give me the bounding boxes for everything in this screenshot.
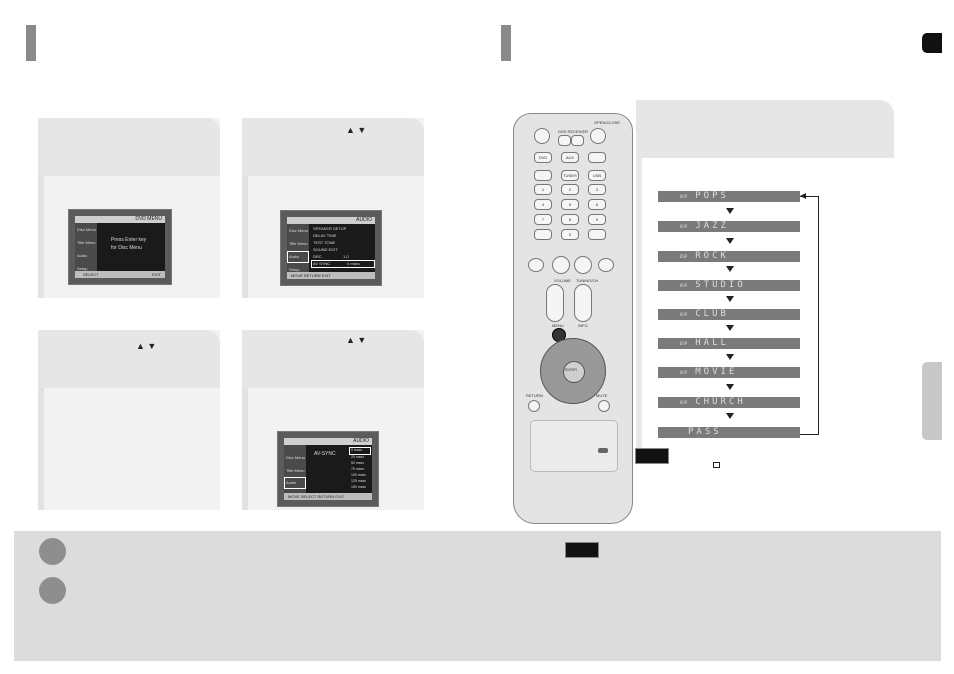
sound-mode-panel-bar [636,158,642,448]
down-arrow-icon [726,296,734,302]
step-2-header [242,118,424,176]
bottom-notes-band [14,531,941,661]
mode-pass: PASS [658,427,800,438]
num-6[interactable]: 6 [588,199,606,210]
num-1[interactable]: 1 [534,184,552,195]
mode-button-2[interactable] [571,135,584,146]
power-button[interactable] [534,128,550,144]
screen-message-1: Press Enter key [111,237,147,243]
down-arrow-icon [726,325,734,331]
cancel-button[interactable] [588,229,606,240]
num-2[interactable]: 2 [561,184,579,195]
bottom-note-badge [565,542,599,558]
eject-button[interactable] [590,128,606,144]
av-sync-label: AV-SYNC [314,451,336,457]
step-2-arrows: ▲ ▼ [346,125,367,135]
step-4-header [242,330,424,388]
dvd-source-button[interactable]: DVD [534,152,552,163]
loop-connector-line [800,196,819,435]
prev-button[interactable] [528,258,544,272]
screen-title: DVD MENU [75,216,165,223]
num-4[interactable]: 4 [534,199,552,210]
usb-button[interactable]: USB [588,170,606,181]
num-7[interactable]: 7 [534,214,552,225]
dvd-button-2[interactable] [534,170,552,181]
tuner-button[interactable]: TUNER [561,170,579,181]
step-panel-2: ▲ ▼ [242,118,424,298]
down-arrow-icon [726,413,734,419]
down-arrow-icon [726,208,734,214]
num-9[interactable]: 9 [588,214,606,225]
loop-arrow-icon [800,193,806,199]
next-button[interactable] [598,258,614,272]
note-badge [635,448,669,464]
down-arrow-icon [726,354,734,360]
screen-sidebar: Disc Menu Title Menu Audio Setup [75,223,97,271]
tv-screen-dvd-menu: DVD MENU Disc Menu Title Menu Audio Setu… [68,209,172,285]
sound-mode-header [636,100,894,158]
tv-screen-av-sync: AUDIO Disc Menu Title Menu Audio Setup A… [277,431,379,507]
num-5[interactable]: 5 [561,199,579,210]
section-tab-marker [922,33,942,53]
dsp-eq-key-highlight[interactable] [598,448,608,453]
step-panel-3: ▲ ▼ [38,330,220,510]
av-sync-highlight [311,260,375,268]
function-keys-area [530,420,618,472]
mode-button[interactable] [558,135,571,146]
stop-button[interactable] [552,256,570,274]
step-3-arrows: ▲ ▼ [136,341,157,351]
play-button[interactable] [574,256,592,274]
down-arrow-icon [726,266,734,272]
tv-screen-audio-setup: AUDIO Disc Menu Title Menu Audio Setup S… [280,210,382,286]
return-button[interactable] [528,400,540,412]
num-3[interactable]: 3 [588,184,606,195]
volume-rocker[interactable] [546,284,564,322]
remain-button[interactable] [534,229,552,240]
remote-control: OPEN/CLOSE DVD RECEIVER DVD AUX TUNER US… [513,113,633,524]
tuning-rocker[interactable] [574,284,592,322]
left-title-bar [26,25,36,61]
down-arrow-icon [726,384,734,390]
dolby-icon [713,462,720,468]
num-8[interactable]: 8 [561,214,579,225]
note-circle-1 [39,538,66,565]
navigation-pad[interactable] [540,338,606,404]
note-circle-2 [39,577,66,604]
screen-message-2: for Disc Menu [111,245,142,251]
chapter-side-tab [922,362,942,440]
screen-footer: SELECT EXIT [75,271,165,278]
down-arrow-icon [726,238,734,244]
step-1-header [38,118,220,176]
enter-button[interactable] [563,361,585,383]
num-0[interactable]: 0 [561,229,579,240]
right-title-bar [501,25,511,61]
step-4-arrows: ▲ ▼ [346,335,367,345]
aux-button[interactable]: AUX [561,152,579,163]
mute-button[interactable] [598,400,610,412]
standby-button[interactable] [588,152,606,163]
step-3-header [38,330,220,388]
